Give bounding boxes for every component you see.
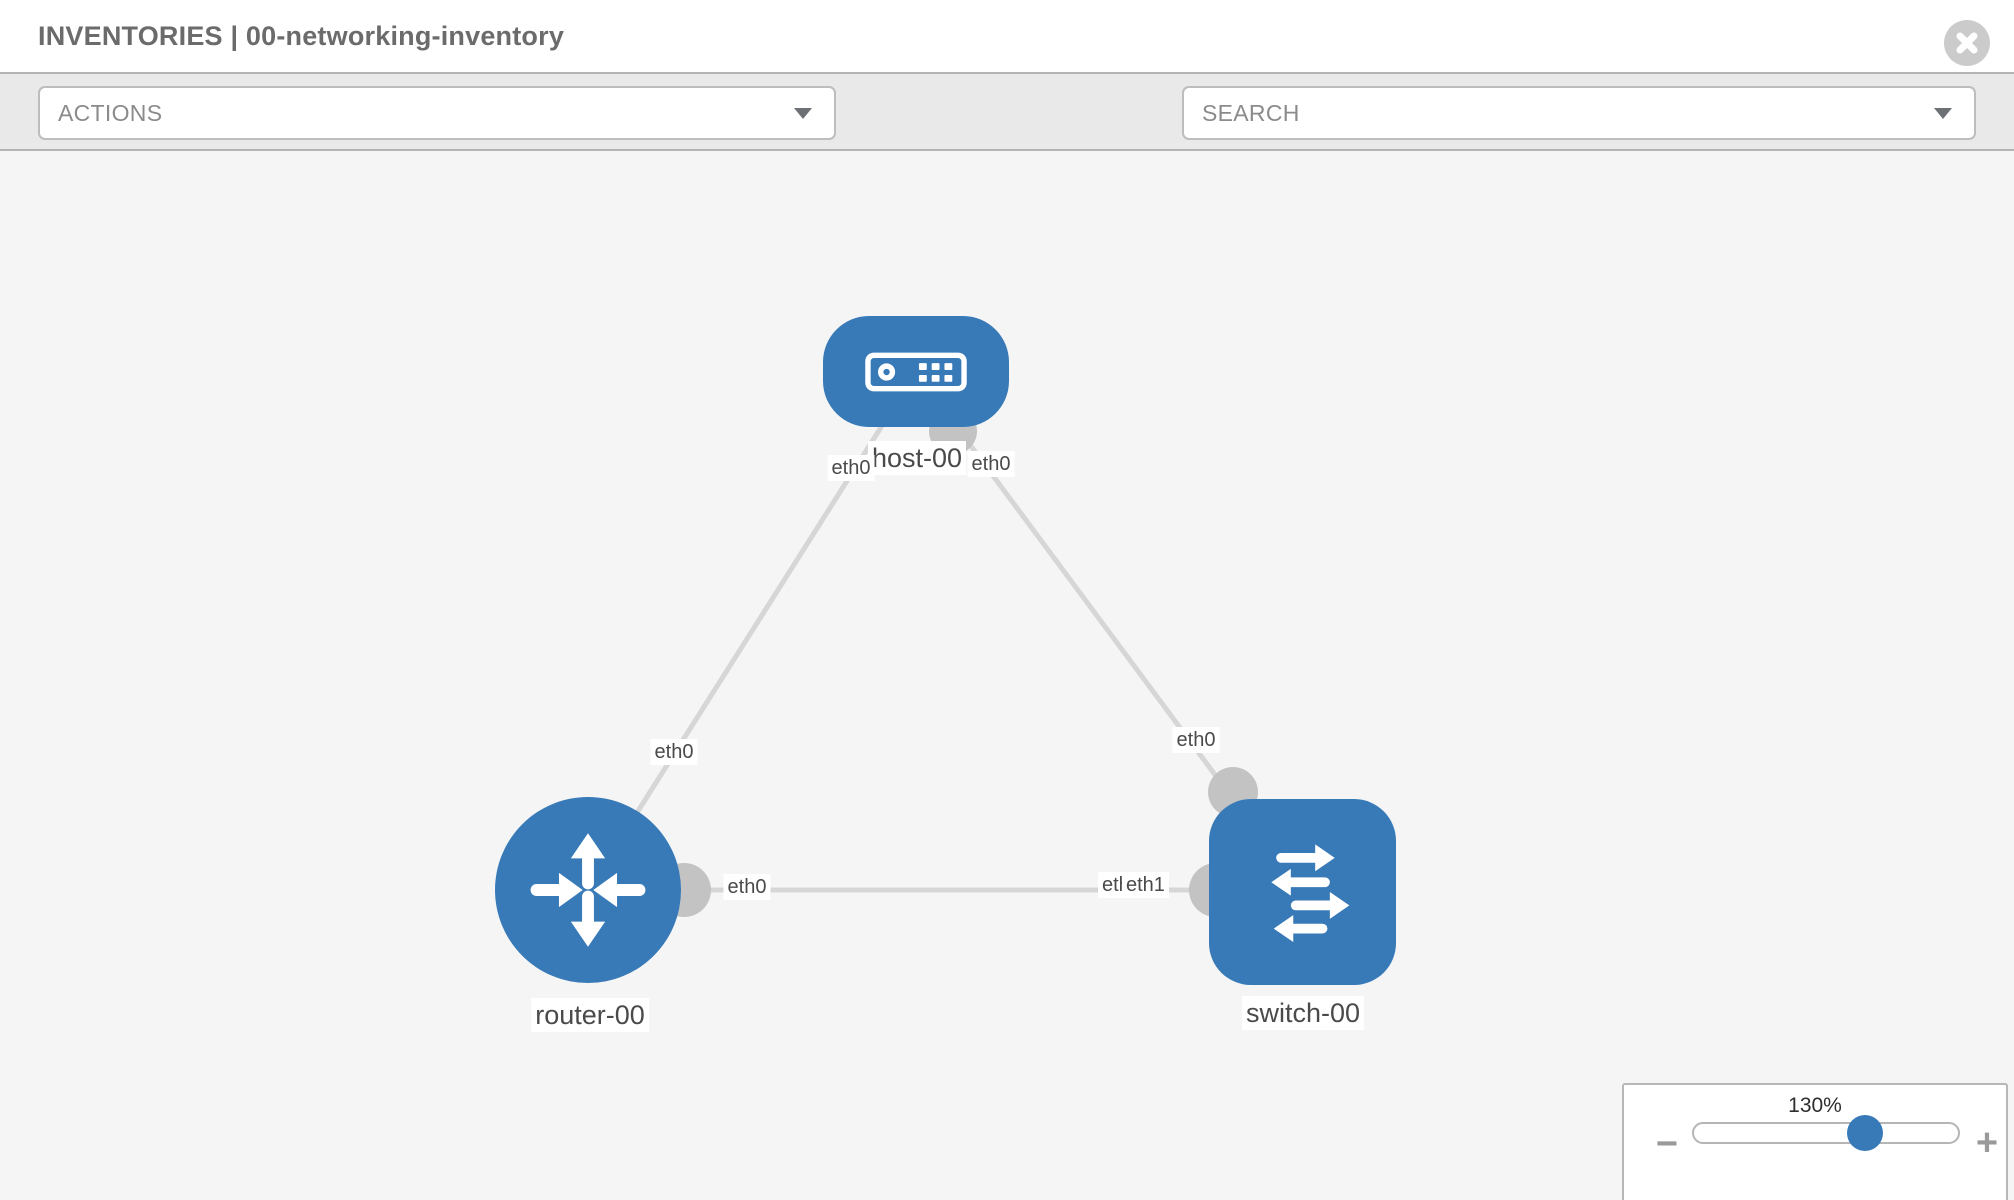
actions-dropdown[interactable]: ACTIONS	[38, 86, 836, 140]
node-host-00[interactable]	[823, 316, 1009, 427]
router-arrows-icon	[530, 833, 646, 947]
node-router-00[interactable]	[495, 797, 681, 983]
interface-label-router-eth0-top: eth0	[650, 739, 698, 765]
close-icon	[1956, 32, 1978, 54]
interface-label-host-eth0-right: eth0	[967, 451, 1015, 477]
topology-canvas[interactable]: host-00 router-00 switch-00 eth0 eth0 et…	[0, 151, 2014, 1200]
interface-label-switch-eth0-top: eth0	[1172, 727, 1220, 753]
header: INVENTORIES | 00-networking-inventory	[0, 0, 2014, 72]
switch-arrows-icon	[1270, 844, 1349, 943]
zoom-panel: 130% − +	[1622, 1083, 2008, 1200]
zoom-slider[interactable]	[1692, 1122, 1960, 1144]
zoom-slider-thumb[interactable]	[1847, 1115, 1883, 1151]
search-dropdown[interactable]: SEARCH	[1182, 86, 1976, 140]
zoom-out-button[interactable]: −	[1655, 1123, 1679, 1165]
zoom-level: 130%	[1788, 1094, 1842, 1117]
chevron-down-icon	[1934, 108, 1952, 119]
search-placeholder: SEARCH	[1202, 99, 1300, 126]
server-icon	[865, 352, 967, 391]
chevron-down-icon	[794, 108, 812, 119]
interface-label-router-eth0-right: eth0	[723, 874, 771, 900]
node-label-router-00: router-00	[531, 998, 649, 1033]
toolbar: ACTIONS SEARCH	[0, 72, 2014, 208]
interface-label-host-eth0-left: eth0	[827, 455, 875, 481]
zoom-in-button[interactable]: +	[1975, 1122, 1999, 1164]
node-switch-00[interactable]	[1209, 799, 1396, 985]
page-title: INVENTORIES | 00-networking-inventory	[38, 20, 565, 51]
node-label-host-00: host-00	[867, 441, 967, 476]
links-layer	[585, 370, 1305, 917]
close-button[interactable]	[1944, 20, 1990, 66]
actions-dropdown-label: ACTIONS	[58, 99, 163, 126]
interface-label-switch-eth1: eth1	[1122, 872, 1169, 898]
node-label-switch-00: switch-00	[1241, 996, 1365, 1031]
